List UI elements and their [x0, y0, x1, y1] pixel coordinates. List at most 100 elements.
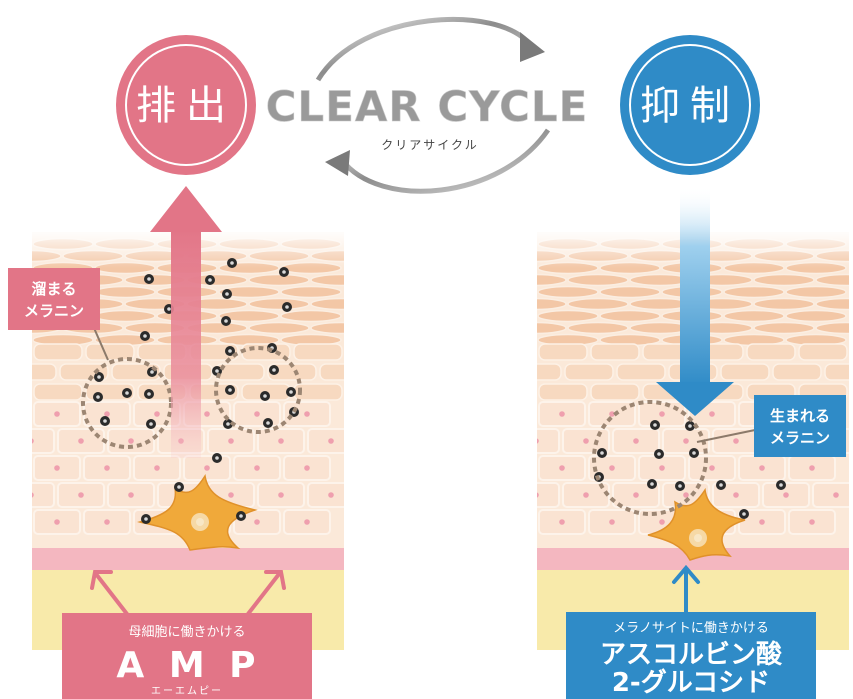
flat-skin-cell — [567, 297, 629, 311]
cell-nucleus — [633, 438, 639, 444]
cycle-ring — [315, 16, 551, 194]
melanin-granule-highlight — [688, 424, 692, 428]
flat-skin-cell — [753, 321, 815, 335]
flat-skin-cell — [723, 285, 785, 299]
cell-nucleus — [809, 519, 815, 525]
discharge-label: 排出 — [136, 83, 236, 129]
flat-skin-cell — [815, 321, 853, 335]
melanin-granule-highlight — [147, 392, 151, 396]
spinous-skin-cell — [772, 363, 822, 381]
spinous-skin-cell — [33, 343, 83, 361]
cell-nucleus — [78, 438, 84, 444]
flat-skin-cell — [753, 297, 815, 311]
melanin-granule-highlight — [282, 270, 286, 274]
cell-nucleus — [709, 411, 715, 417]
melanin-granule-highlight — [289, 390, 293, 394]
amp-panel-reading: エーエムピー — [151, 685, 223, 697]
melanin-granule-highlight — [742, 512, 746, 516]
flat-skin-cell — [537, 309, 599, 323]
spinous-skin-cell — [590, 343, 640, 361]
spinous-skin-cell — [798, 343, 848, 361]
ascorbic-action-arrow — [672, 564, 700, 614]
cell-nucleus — [254, 465, 260, 471]
flat-skin-cell — [280, 309, 342, 323]
melanin-granule-highlight — [228, 349, 232, 353]
melanin-granule-highlight — [230, 261, 234, 265]
melanin-granule-highlight — [225, 292, 229, 296]
right-melanocyte — [647, 487, 746, 561]
callout-right-line2: メラニン — [770, 429, 830, 447]
cell-nucleus — [54, 465, 60, 471]
cell-nucleus — [683, 438, 689, 444]
callout-right-line1: 生まれる — [770, 407, 830, 425]
cell-nucleus — [104, 465, 110, 471]
amp-action-arrows — [90, 570, 286, 616]
cell-nucleus — [78, 492, 84, 498]
spinous-skin-cell — [33, 383, 83, 401]
cell-nucleus — [328, 438, 334, 444]
melanin-granule-highlight — [228, 388, 232, 392]
melanin-granule-highlight — [150, 370, 154, 374]
spinous-skin-cell — [293, 343, 343, 361]
cell-nucleus — [154, 465, 160, 471]
cell-nucleus — [633, 492, 639, 498]
amp-panel-main: A M P — [116, 645, 261, 686]
flat-skin-cell — [753, 273, 815, 287]
cell-nucleus — [54, 411, 60, 417]
cycle-arrowhead-bottom-icon — [325, 150, 350, 176]
cell-nucleus — [759, 465, 765, 471]
flat-skin-cell — [537, 285, 599, 299]
melanin-granule-highlight — [779, 483, 783, 487]
cell-nucleus — [128, 438, 134, 444]
left-melanocyte — [137, 473, 258, 551]
spinous-skin-cell — [564, 363, 614, 381]
melanin-granule-highlight — [125, 391, 129, 395]
cell-nucleus — [583, 492, 589, 498]
melanin-granule-highlight — [147, 277, 151, 281]
cell-nucleus — [659, 519, 665, 525]
cell-nucleus — [104, 519, 110, 525]
cell-nucleus — [328, 492, 334, 498]
melanin-granule-highlight — [239, 514, 243, 518]
cell-nucleus — [204, 465, 210, 471]
melanin-granule-highlight — [97, 375, 101, 379]
cell-nucleus — [154, 411, 160, 417]
cell-nucleus — [659, 465, 665, 471]
flat-skin-cell — [248, 297, 310, 311]
flat-skin-cell — [280, 285, 342, 299]
cell-nucleus — [228, 492, 234, 498]
melanin-granule-highlight — [103, 419, 107, 423]
ascorbic-panel: メラノサイトに働きかける アスコルビン酸 2-グルコシド — [566, 612, 816, 699]
suppression-arrow — [656, 186, 734, 416]
callout-left-line2: メラニン — [24, 302, 84, 320]
melanin-dots — [93, 258, 786, 524]
flat-skin-cell — [248, 273, 310, 287]
callout-left-line1: 溜まる — [31, 280, 76, 298]
flat-skin-cell — [218, 309, 280, 323]
melanin-granule-highlight — [215, 369, 219, 373]
melanin-granule-highlight — [272, 368, 276, 372]
ascorbic-panel-top: メラノサイトに働きかける — [613, 621, 769, 636]
flat-skin-cell — [815, 273, 853, 287]
spinous-skin-cell — [538, 343, 588, 361]
cell-nucleus — [709, 465, 715, 471]
melanin-granule-highlight — [177, 485, 181, 489]
cell-nucleus — [833, 492, 839, 498]
cell-nucleus — [278, 438, 284, 444]
flat-skin-cell — [567, 321, 629, 335]
spinous-skin-cell — [720, 363, 770, 381]
melanin-granule-highlight — [678, 484, 682, 488]
cycle-title: CLEAR CYCLE — [266, 82, 589, 131]
cell-nucleus — [759, 519, 765, 525]
cell-nucleus — [659, 411, 665, 417]
left-basal-membrane — [32, 548, 344, 570]
cell-nucleus — [228, 438, 234, 444]
flat-skin-cell — [94, 309, 156, 323]
melanin-granule-highlight — [719, 483, 723, 487]
suppression-label: 抑制 — [640, 83, 740, 129]
spinous-skin-cell — [824, 363, 853, 381]
cell-nucleus — [609, 465, 615, 471]
suppression-circle: 抑制 — [620, 35, 760, 175]
cell-nucleus — [559, 519, 565, 525]
